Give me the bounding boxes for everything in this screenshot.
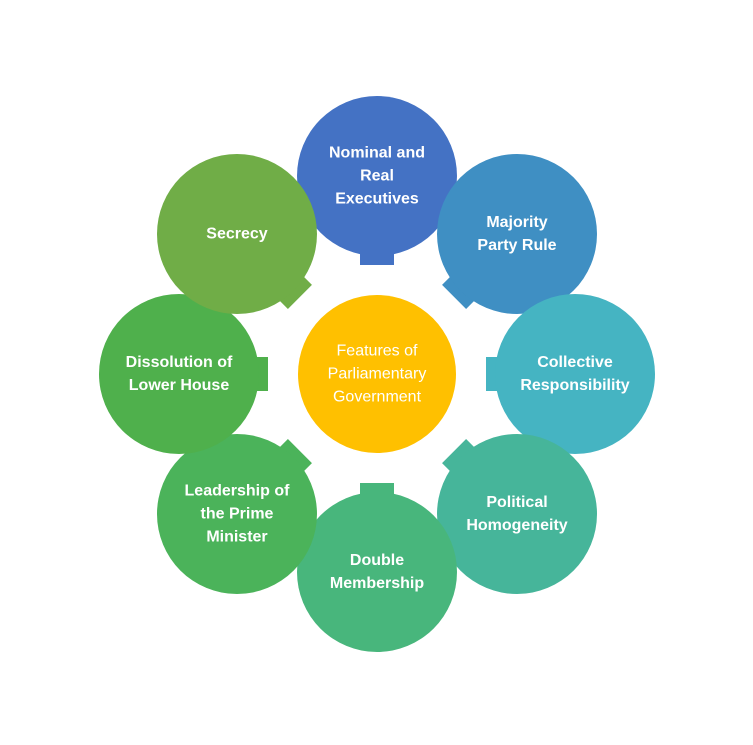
center-label-line-2: Parliamentary [328, 366, 427, 383]
node-label-line-2: Membership [330, 575, 424, 592]
node-label-line-1: Political [486, 494, 547, 511]
node-secrecy: Secrecy [156, 153, 317, 314]
node-label-line-3: Minister [206, 529, 267, 546]
node-circle [99, 294, 259, 454]
node-label-line-1: Leadership of [185, 483, 291, 500]
node-circle [437, 434, 598, 595]
node-label-line-2: Real [360, 168, 394, 185]
node-circle [437, 153, 598, 314]
node-circle [297, 492, 457, 652]
node-circle [297, 96, 457, 256]
node-label-line-2: Homogeneity [466, 517, 567, 534]
node-circle [156, 153, 317, 314]
center-label-line-1: Features of [337, 343, 418, 360]
node-label-line-3: Executives [335, 191, 419, 208]
node-label-line-1: Secrecy [206, 225, 267, 242]
node-label-line-1: Nominal and [329, 145, 425, 162]
node-label-line-2: Lower House [129, 377, 230, 394]
center-label-line-3: Government [333, 389, 422, 406]
center-circle [298, 295, 456, 453]
node-label-line-2: Responsibility [520, 377, 629, 394]
node-label-line-1: Collective [537, 354, 613, 371]
node-circle [156, 434, 317, 595]
node-label-line-2: Party Rule [477, 237, 556, 254]
node-label-line-1: Dissolution of [126, 354, 233, 371]
node-circle [495, 294, 655, 454]
node-label-line-2: the Prime [201, 506, 274, 523]
node-dissolution-of-lower-house: Dissolution of Lower House [99, 294, 259, 454]
node-label-line-1: Double [350, 552, 404, 569]
node-label-line-1: Majority [486, 214, 547, 231]
